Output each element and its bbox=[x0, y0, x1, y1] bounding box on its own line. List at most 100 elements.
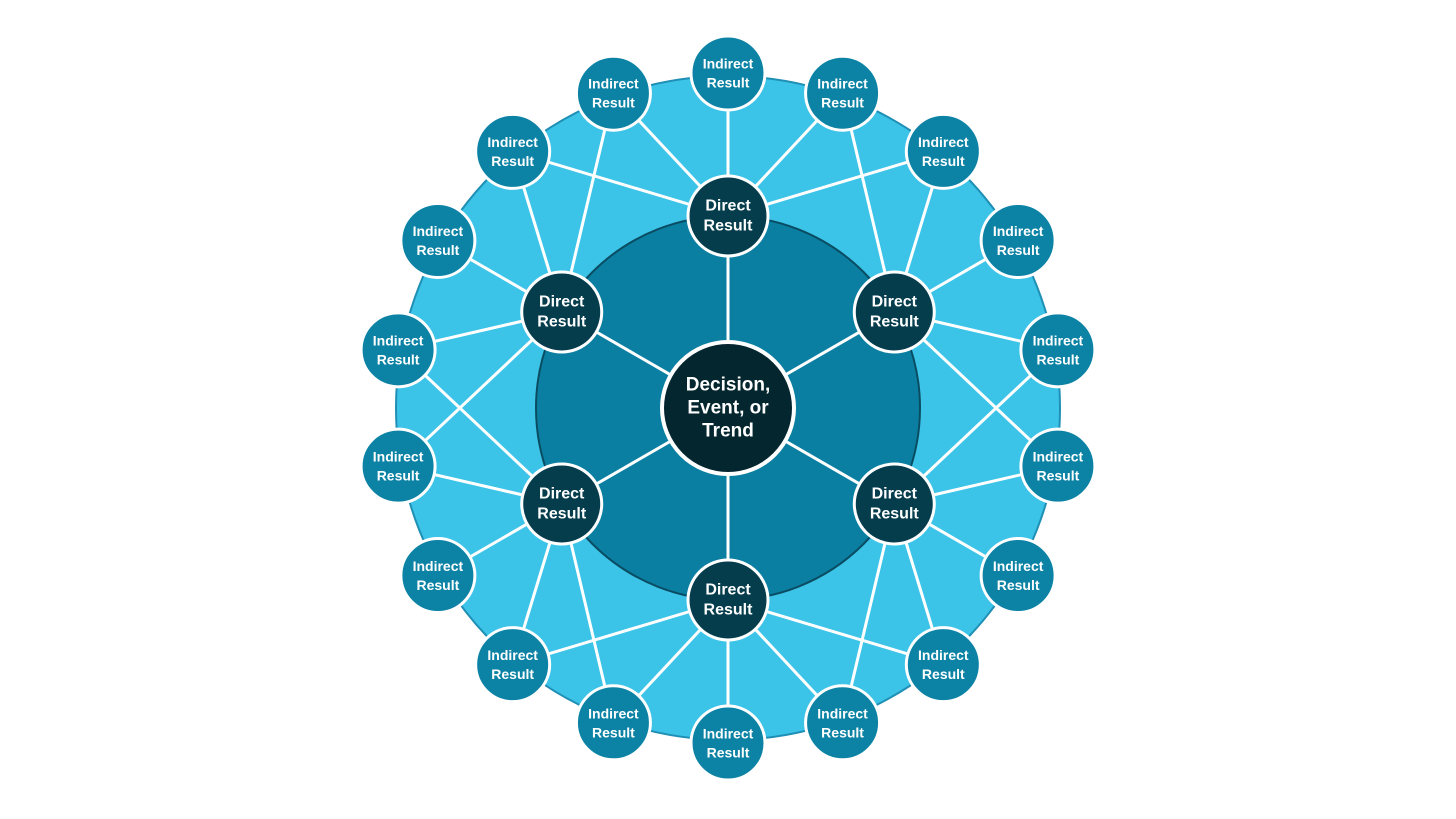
indirect-result-node-label: Result bbox=[416, 577, 459, 593]
indirect-result-node-label: Result bbox=[416, 242, 459, 258]
indirect-result-node-label: Indirect bbox=[487, 647, 538, 663]
indirect-result-node-circle bbox=[574, 54, 652, 132]
direct-result-node-label: Result bbox=[704, 218, 754, 235]
direct-result-node-circle bbox=[686, 558, 770, 642]
indirect-result-node-label: Indirect bbox=[373, 332, 424, 348]
indirect-result-node-label: Indirect bbox=[588, 705, 639, 721]
indirect-result-node-label: Indirect bbox=[918, 134, 969, 150]
indirect-result-node-circle bbox=[474, 112, 552, 190]
indirect-result-node-circle bbox=[904, 626, 982, 704]
direct-result-node-circle bbox=[520, 462, 604, 546]
indirect-result-node-circle bbox=[1019, 311, 1097, 389]
direct-result-node-label: Result bbox=[870, 314, 920, 331]
indirect-result-node-circle bbox=[1019, 427, 1097, 505]
indirect-result-node-circle bbox=[399, 202, 477, 279]
indirect-result-node-label: Result bbox=[922, 666, 965, 682]
indirect-result-node-circle bbox=[904, 112, 982, 190]
indirect-result-node-label: Result bbox=[491, 153, 534, 169]
indirect-result-node-label: Indirect bbox=[413, 558, 464, 574]
indirect-result-node-label: Result bbox=[377, 351, 420, 367]
indirect-result-node-label: Indirect bbox=[918, 647, 969, 663]
direct-result-node-circle bbox=[520, 270, 604, 354]
indirect-result-node-label: Result bbox=[377, 468, 420, 484]
decision-event-trend-node-circle bbox=[660, 340, 796, 476]
indirect-result-node-circle bbox=[399, 537, 477, 614]
indirect-result-node-label: Indirect bbox=[1033, 449, 1084, 465]
indirect-result-node-label: Indirect bbox=[588, 76, 639, 92]
indirect-result-node-label: Result bbox=[1037, 468, 1080, 484]
indirect-result-node-label: Indirect bbox=[1033, 332, 1084, 348]
direct-result-node-label: Direct bbox=[872, 294, 918, 311]
direct-result-nodes: DirectResultDirectResultDirectResultDire… bbox=[520, 174, 936, 642]
indirect-result-node-label: Indirect bbox=[703, 726, 754, 742]
indirect-result-node-circle bbox=[979, 537, 1057, 614]
direct-result-node-circle bbox=[686, 174, 770, 258]
direct-result-node-label: Result bbox=[704, 602, 754, 619]
decision-event-trend-node-label: Decision, bbox=[686, 375, 770, 396]
indirect-result-node-circle bbox=[359, 427, 437, 505]
direct-result-node-label: Result bbox=[537, 506, 587, 523]
indirect-result-node-label: Result bbox=[997, 577, 1040, 593]
indirect-result-node-label: Result bbox=[491, 666, 534, 682]
direct-result-node-label: Result bbox=[537, 314, 587, 331]
indirect-result-node-label: Indirect bbox=[413, 223, 464, 239]
decision-event-trend-node-label: Event, or bbox=[687, 398, 769, 419]
direct-result-node-label: Direct bbox=[705, 198, 751, 215]
indirect-result-node-label: Result bbox=[821, 724, 864, 740]
indirect-result-node-circle bbox=[804, 684, 882, 762]
direct-result-node-label: Direct bbox=[705, 582, 751, 599]
indirect-result-node-label: Result bbox=[997, 242, 1040, 258]
direct-result-node-label: Direct bbox=[539, 294, 585, 311]
indirect-result-node-label: Result bbox=[707, 75, 750, 91]
indirect-result-node-circle bbox=[804, 54, 882, 132]
indirect-result-node-label: Indirect bbox=[993, 223, 1044, 239]
direct-result-node-label: Direct bbox=[872, 486, 918, 503]
indirect-result-node-circle bbox=[689, 34, 767, 112]
direct-result-node-circle bbox=[852, 270, 936, 354]
indirect-result-node-label: Indirect bbox=[817, 76, 868, 92]
indirect-result-node-label: Result bbox=[821, 95, 864, 111]
indirect-result-node-circle bbox=[689, 704, 767, 782]
indirect-result-node-label: Indirect bbox=[487, 134, 538, 150]
decision-event-trend-node-label: Trend bbox=[702, 421, 754, 442]
indirect-result-node-label: Indirect bbox=[703, 56, 754, 72]
indirect-result-node-circle bbox=[979, 202, 1057, 279]
indirect-result-node-label: Indirect bbox=[817, 705, 868, 721]
direct-result-node-circle bbox=[852, 462, 936, 546]
indirect-result-node-circle bbox=[359, 311, 437, 389]
indirect-result-node-label: Result bbox=[592, 724, 635, 740]
indirect-result-node-label: Result bbox=[1037, 351, 1080, 367]
indirect-result-node-label: Indirect bbox=[993, 558, 1044, 574]
indirect-result-node-label: Result bbox=[592, 95, 635, 111]
indirect-result-node-label: Result bbox=[707, 745, 750, 761]
direct-result-node-label: Result bbox=[870, 506, 920, 523]
indirect-result-node-label: Result bbox=[922, 153, 965, 169]
